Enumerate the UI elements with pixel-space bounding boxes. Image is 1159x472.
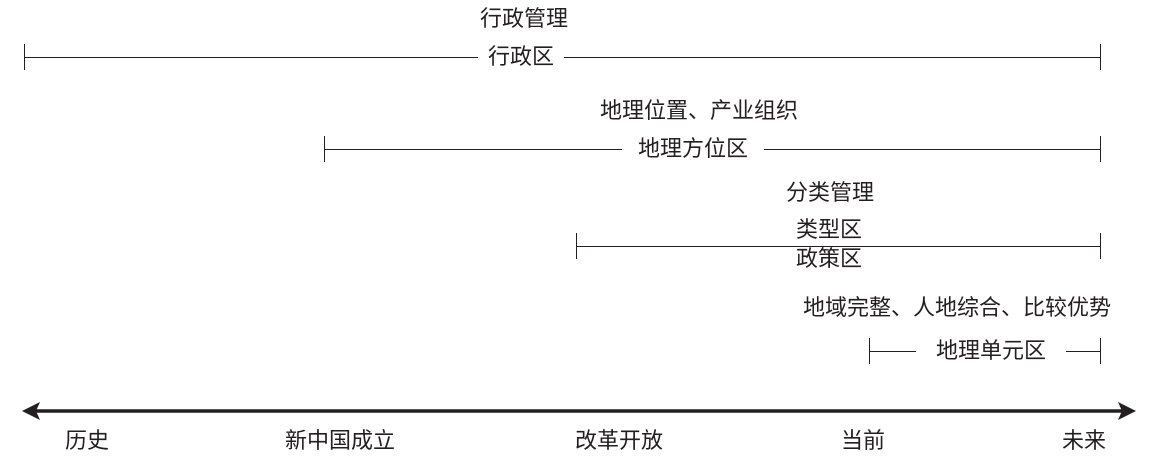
span-end-tick-admin-region	[1100, 44, 1101, 70]
timeline-label-future: 未来	[1062, 429, 1107, 455]
region-label-geo-position: 地理方位区	[622, 137, 765, 163]
region-label-policy: 政策区	[778, 247, 881, 273]
region-label-type: 类型区	[778, 218, 881, 244]
span-start-tick-type-policy-region	[576, 233, 577, 259]
span-end-tick-type-policy-region	[1100, 233, 1101, 259]
timeline-label-prc-founding: 新中国成立	[285, 429, 396, 455]
span-start-tick-geo-position-region	[324, 136, 325, 162]
span-end-tick-geo-position-region	[1100, 136, 1101, 162]
region-label-geo-unit: 地理单元区	[916, 339, 1067, 365]
timeline-left-arrowhead	[22, 402, 40, 420]
management-label-admin: 行政管理	[480, 7, 569, 33]
management-label-geo-position: 地理位置、产业组织	[600, 99, 799, 125]
span-line-type-policy-region	[576, 246, 1100, 247]
span-end-tick-geo-unit-region	[1100, 338, 1101, 364]
management-label-geo-unit: 地域完整、人地综合、比较优势	[803, 296, 1112, 322]
region-label-admin: 行政区	[478, 45, 565, 71]
timeline-right-arrowhead	[1118, 402, 1136, 420]
management-label-classification: 分类管理	[786, 181, 875, 207]
timeline-label-reform-opening: 改革开放	[575, 429, 664, 455]
timeline-label-present: 当前	[841, 429, 886, 455]
span-start-tick-geo-unit-region	[869, 338, 870, 364]
span-start-tick-admin-region	[24, 44, 25, 70]
timeline-label-history: 历史	[65, 429, 110, 455]
